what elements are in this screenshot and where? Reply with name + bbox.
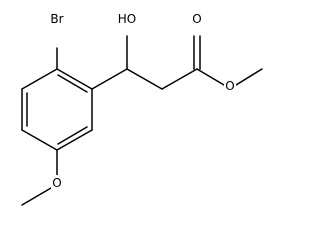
ring-bond-4	[21, 129, 58, 151]
ester-oxygen-label-mask	[224, 78, 236, 95]
methoxy-oxygen-label: O	[52, 176, 61, 190]
ch2-to-carbonyl-bond	[161, 68, 198, 90]
hydroxyl-label-mask	[116, 11, 138, 28]
bonds	[21, 35, 263, 206]
carbonyl-oxygen-label-mask	[191, 11, 203, 28]
ring-bond-6	[21, 68, 58, 90]
ring-bond-3	[56, 129, 93, 151]
ester-o-to-methyl-bond	[235, 68, 263, 86]
ring-to-carbinol-bond	[91, 68, 128, 90]
carbonyl-oxygen-label: O	[192, 12, 201, 26]
carbinol-to-ch2-bond	[126, 68, 163, 90]
ester-oxygen-label: O	[225, 79, 234, 93]
ring-bond-1	[56, 68, 93, 90]
hydroxyl-label: HO	[118, 12, 136, 26]
methoxy-oxygen-label-mask	[51, 175, 63, 192]
bromine-label: Br	[50, 12, 63, 26]
atom-labels: Br HO O O O	[47, 11, 236, 192]
chemical-structure-diagram: Br HO O O O	[21, 11, 263, 206]
aromatic-inner-bond-1	[57, 74, 88, 93]
methoxy-o-to-methyl-bond	[21, 187, 52, 206]
bromine-label-mask	[47, 11, 67, 28]
carbonyl-to-ester-o-bond	[196, 68, 225, 86]
aromatic-inner-bond-2	[57, 126, 88, 145]
